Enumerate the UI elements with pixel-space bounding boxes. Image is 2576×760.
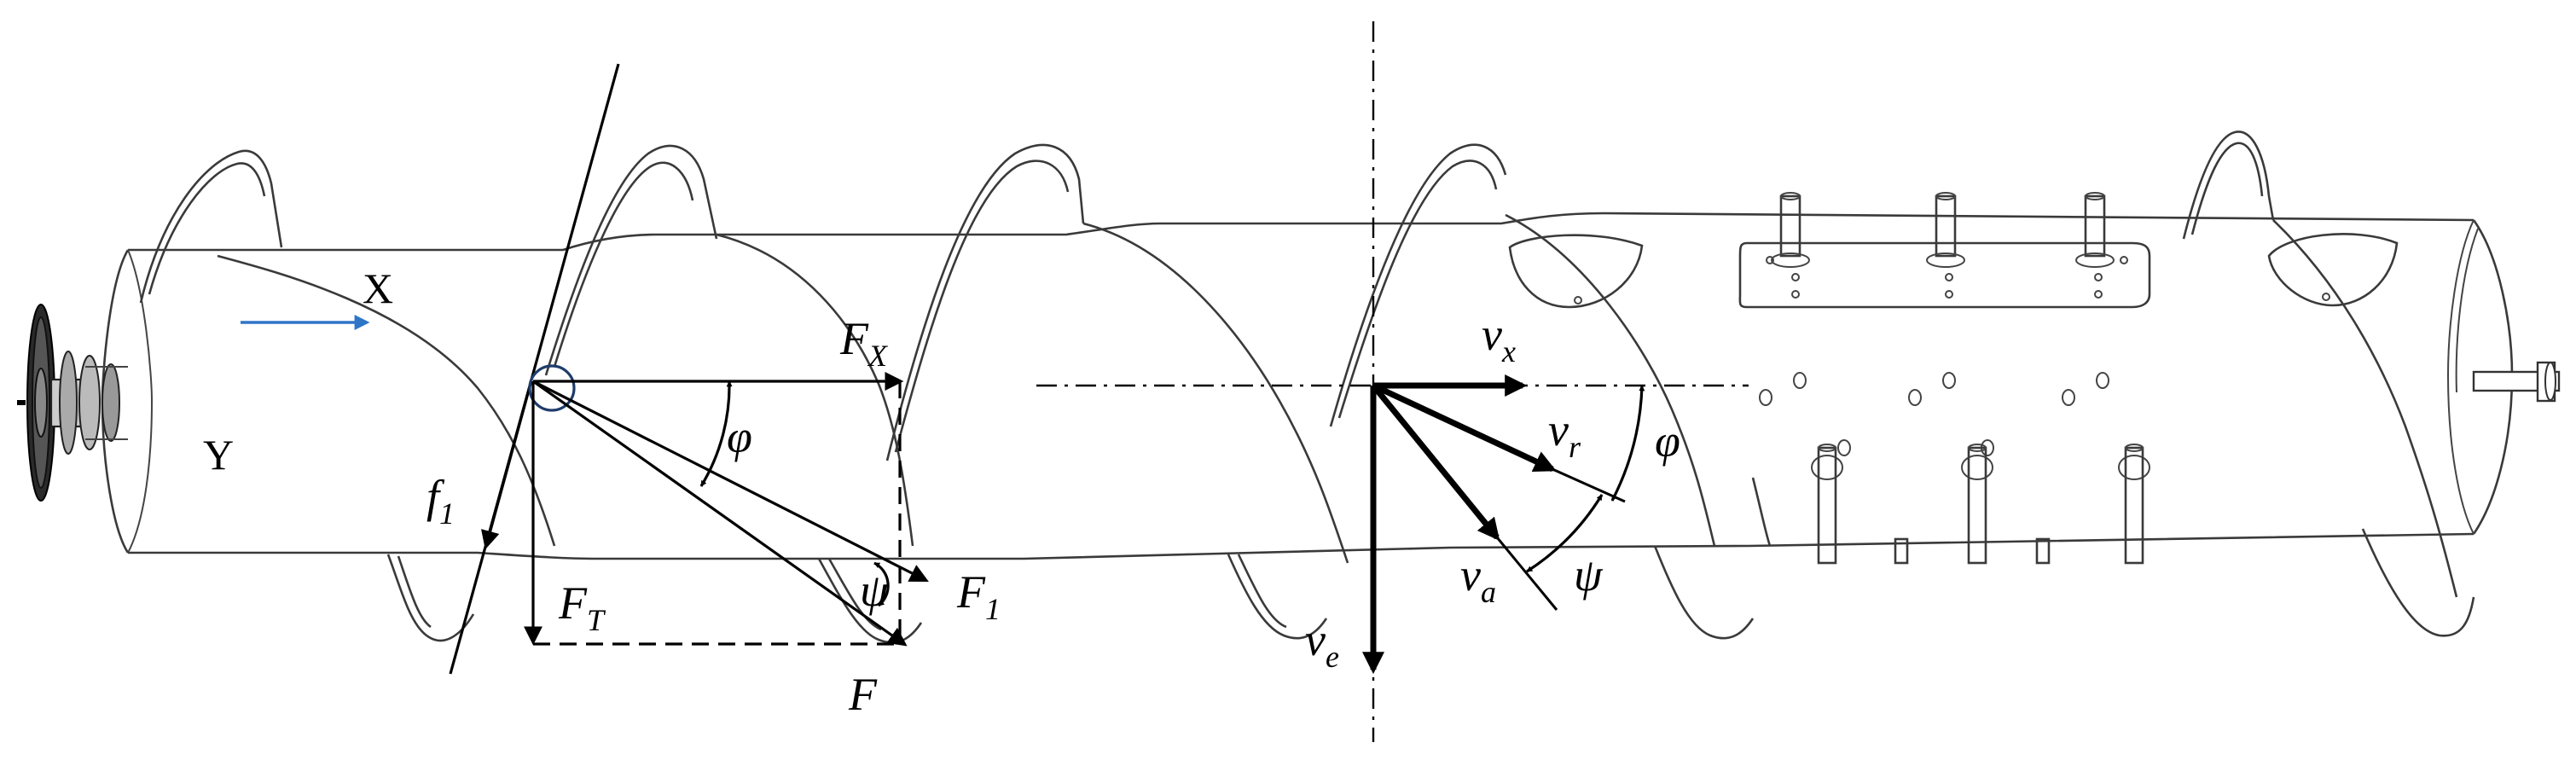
ft-label: FT [558, 577, 606, 637]
x-axis-label: X [363, 264, 393, 312]
drive-gear [17, 304, 128, 502]
fx-label: FX [839, 313, 889, 373]
va-label: va [1460, 549, 1496, 609]
phi-left-label: φ [727, 411, 752, 462]
phi-right-label: φ [1655, 415, 1680, 467]
helical-flights [139, 131, 2475, 644]
end-shaft [2472, 361, 2561, 403]
force-diagram-left [449, 63, 929, 675]
f1-label: f1 [426, 471, 455, 531]
y-axis-label: Y [203, 431, 234, 479]
velocity-diagram-right [1036, 21, 1749, 742]
f-resultant-label: F [848, 669, 878, 720]
psi-right-label: ψ [1574, 549, 1604, 600]
surface-features [1508, 192, 2399, 565]
vx-label: vx [1482, 309, 1516, 368]
f1-resultant-label: F1 [956, 566, 1001, 626]
psi-left-label: ψ [860, 565, 890, 616]
vr-label: vr [1548, 404, 1581, 464]
ve-label: ve [1305, 614, 1339, 674]
